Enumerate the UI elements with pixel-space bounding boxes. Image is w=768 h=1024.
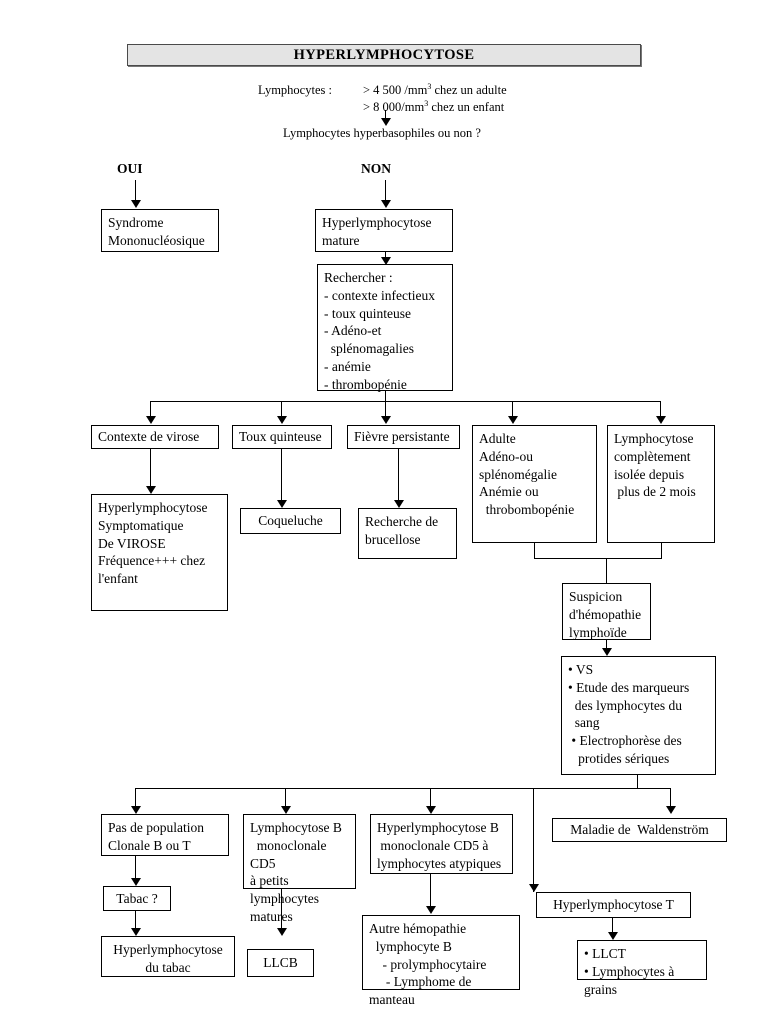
distributor-bar-top [150, 401, 661, 402]
connector [398, 449, 399, 505]
node-contexte-de-virose[interactable]: Contexte de virose [91, 425, 219, 449]
connector [606, 640, 607, 651]
intro-question: Lymphocytes hyperbasophiles ou non ? [283, 126, 481, 140]
branch-label-no: NON [361, 161, 391, 176]
arrowhead [381, 200, 391, 208]
arrowhead [131, 200, 141, 208]
connector [385, 391, 386, 401]
node-lymphocytose-isolee[interactable]: Lymphocytose complètement isolée depuis … [607, 425, 715, 543]
node-hyperlymphocytose-tabac[interactable]: Hyperlymphocytose du tabac [101, 936, 235, 977]
branch-label-yes: OUI [117, 161, 143, 176]
connector [660, 401, 661, 420]
connector [637, 775, 638, 788]
node-coqueluche[interactable]: Coqueluche [240, 508, 341, 534]
node-toux-quinteuse[interactable]: Toux quinteuse [232, 425, 332, 449]
arrowhead [602, 648, 612, 656]
arrowhead [666, 806, 676, 814]
node-hyperlymphocytose-t[interactable]: Hyperlymphocytose T [536, 892, 691, 918]
node-autre-hemopathie-b[interactable]: Autre hémopathie lymphocyte B - prolymph… [362, 915, 520, 1007]
node-suspicion-hemopathie[interactable]: Suspicion d'hémopathie lymphoïde [562, 583, 651, 640]
connector [135, 911, 136, 933]
connector [135, 180, 136, 202]
connector [661, 543, 662, 558]
arrowhead [529, 884, 539, 892]
connector [150, 449, 151, 491]
node-bilan-marqueurs[interactable]: • VS • Etude des marqueurs des lymphocyt… [561, 656, 716, 775]
connector [281, 889, 282, 933]
arrowhead [146, 486, 156, 494]
arrowhead [381, 257, 391, 265]
arrowhead [281, 806, 291, 814]
node-hyperlymphocytose-mature[interactable]: Hyperlymphocytose mature [315, 209, 453, 252]
connector [281, 449, 282, 505]
arrowhead [277, 928, 287, 936]
intro-threshold-adult: > 4 500 /mm3 chez un adulte [363, 81, 507, 97]
arrowhead [426, 906, 436, 914]
connector [534, 543, 535, 558]
connector [606, 558, 607, 584]
node-recherche-brucellose[interactable]: Recherche de brucellose [358, 508, 457, 559]
node-hyperlymphocytose-b-cd5-atypiques[interactable]: Hyperlymphocytose B monoclonale CD5 à ly… [370, 814, 513, 874]
arrowhead [508, 416, 518, 424]
arrowhead [277, 416, 287, 424]
connector [281, 401, 282, 420]
node-pas-population-clonale[interactable]: Pas de population Clonale B ou T [101, 814, 229, 856]
page-title: HYPERLYMPHOCYTOSE [127, 44, 641, 66]
node-rechercher[interactable]: Rechercher : - contexte infectieux - tou… [317, 264, 453, 392]
arrowhead [131, 928, 141, 936]
connector [385, 252, 386, 261]
connector [430, 874, 431, 911]
node-llct-grains[interactable]: • LLCT • Lymphocytes à grains [577, 940, 707, 997]
node-syndrome-mononucleosique[interactable]: Syndrome Mononucléosique [101, 209, 219, 252]
node-llcb[interactable]: LLCB [247, 949, 314, 977]
connector [135, 788, 136, 809]
node-maladie-waldenstrom[interactable]: Maladie de Waldenström [552, 818, 727, 842]
arrowhead [381, 416, 391, 424]
arrowhead [131, 806, 141, 814]
arrowhead [146, 416, 156, 424]
connector [285, 788, 286, 809]
intro-threshold-child: > 8 000/mm3 chez un enfant [363, 98, 505, 114]
connector [385, 401, 386, 420]
node-adulte-signes[interactable]: Adulte Adéno-ou splénomégalie Anémie ou … [472, 425, 597, 543]
node-fievre-persistante[interactable]: Fièvre persistante [347, 425, 460, 449]
connector [612, 918, 613, 938]
arrowhead [656, 416, 666, 424]
connector [135, 856, 136, 883]
merge-bar [534, 558, 662, 559]
connector [385, 180, 386, 202]
connector [533, 788, 534, 892]
node-tabac[interactable]: Tabac ? [103, 886, 171, 911]
arrowhead [608, 932, 618, 940]
connector [385, 110, 386, 120]
arrowhead [131, 878, 141, 886]
node-lymphocytose-b-cd5-matures[interactable]: Lymphocytose B monoclonale CD5 à petits … [243, 814, 356, 924]
connector [512, 401, 513, 420]
node-hyperlymphocytose-virose[interactable]: Hyperlymphocytose Symptomatique De VIROS… [91, 494, 228, 611]
arrowhead [277, 500, 287, 508]
arrowhead [381, 118, 391, 126]
intro-label: Lymphocytes : [258, 83, 332, 97]
arrowhead [394, 500, 404, 508]
connector [150, 401, 151, 420]
connector [670, 788, 671, 809]
distributor-bar-bottom [135, 788, 670, 789]
connector [430, 788, 431, 809]
arrowhead [426, 806, 436, 814]
